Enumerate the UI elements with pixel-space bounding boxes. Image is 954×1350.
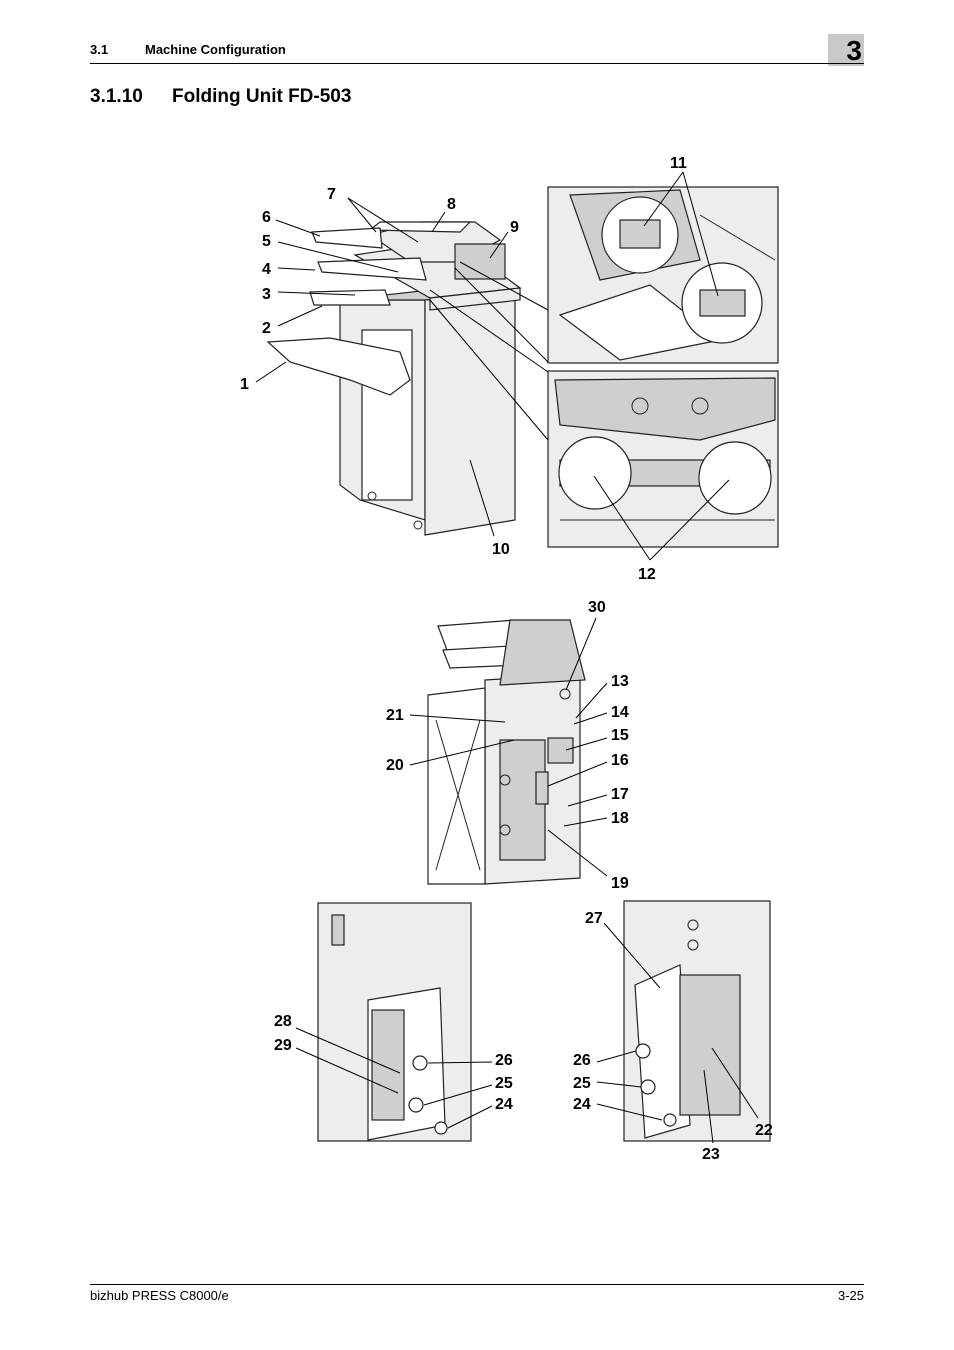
callout-2: 2	[262, 320, 271, 337]
callout-23: 23	[702, 1146, 720, 1163]
callout-17: 17	[611, 786, 629, 803]
callout-labels: 1 2 3 4 5 6 7 8 9 10 11 12 13 14 15 16 1…	[240, 155, 773, 1163]
callout-30: 30	[588, 599, 606, 616]
callout-10: 10	[492, 541, 510, 558]
callout-29: 29	[274, 1037, 292, 1054]
section-number: 3.1.10	[90, 86, 143, 107]
section-title: Folding Unit FD-503	[172, 86, 352, 107]
callout-27: 27	[585, 910, 603, 927]
open-front-drawing	[427, 619, 586, 885]
callout-16: 16	[611, 752, 629, 769]
callout-18: 18	[611, 810, 629, 827]
callout-21: 21	[386, 707, 404, 724]
callout-20: 20	[386, 757, 404, 774]
callout-3: 3	[262, 286, 271, 303]
callout-25-right: 25	[573, 1075, 591, 1092]
callout-15: 15	[611, 727, 629, 744]
callout-1: 1	[240, 376, 249, 393]
callout-19: 19	[611, 875, 629, 892]
callout-25-left: 25	[495, 1075, 513, 1092]
callout-24-left: 24	[495, 1096, 513, 1113]
leader-lines	[255, 171, 759, 1144]
footer-rule	[90, 1284, 864, 1285]
callout-24-right: 24	[573, 1096, 591, 1113]
callout-11: 11	[670, 155, 687, 172]
callout-7: 7	[327, 186, 336, 203]
callout-5: 5	[262, 233, 271, 250]
callout-28: 28	[274, 1013, 292, 1030]
callout-22: 22	[755, 1122, 773, 1139]
callout-13: 13	[611, 673, 629, 690]
callout-26-right: 26	[573, 1052, 591, 1069]
callout-12: 12	[638, 566, 656, 583]
footer-page-number: 3-25	[837, 1288, 864, 1303]
header-section-title: Machine Configuration	[145, 42, 286, 57]
left-detail-drawing	[317, 902, 472, 1142]
inset-detail-bottom	[547, 370, 779, 548]
callout-8: 8	[447, 196, 456, 213]
callout-4: 4	[262, 261, 271, 278]
inset-detail-top	[547, 186, 779, 364]
callout-9: 9	[510, 219, 519, 236]
header-rule	[90, 63, 864, 64]
chapter-number-badge: 3	[828, 34, 864, 66]
header-section-number: 3.1	[90, 42, 109, 57]
callout-26-left: 26	[495, 1052, 513, 1069]
callout-14: 14	[611, 704, 629, 721]
footer-product-name: bizhub PRESS C8000/e	[90, 1288, 229, 1303]
right-detail-drawing	[623, 900, 771, 1142]
callout-6: 6	[262, 209, 271, 226]
machine-overview-drawing	[266, 221, 522, 536]
